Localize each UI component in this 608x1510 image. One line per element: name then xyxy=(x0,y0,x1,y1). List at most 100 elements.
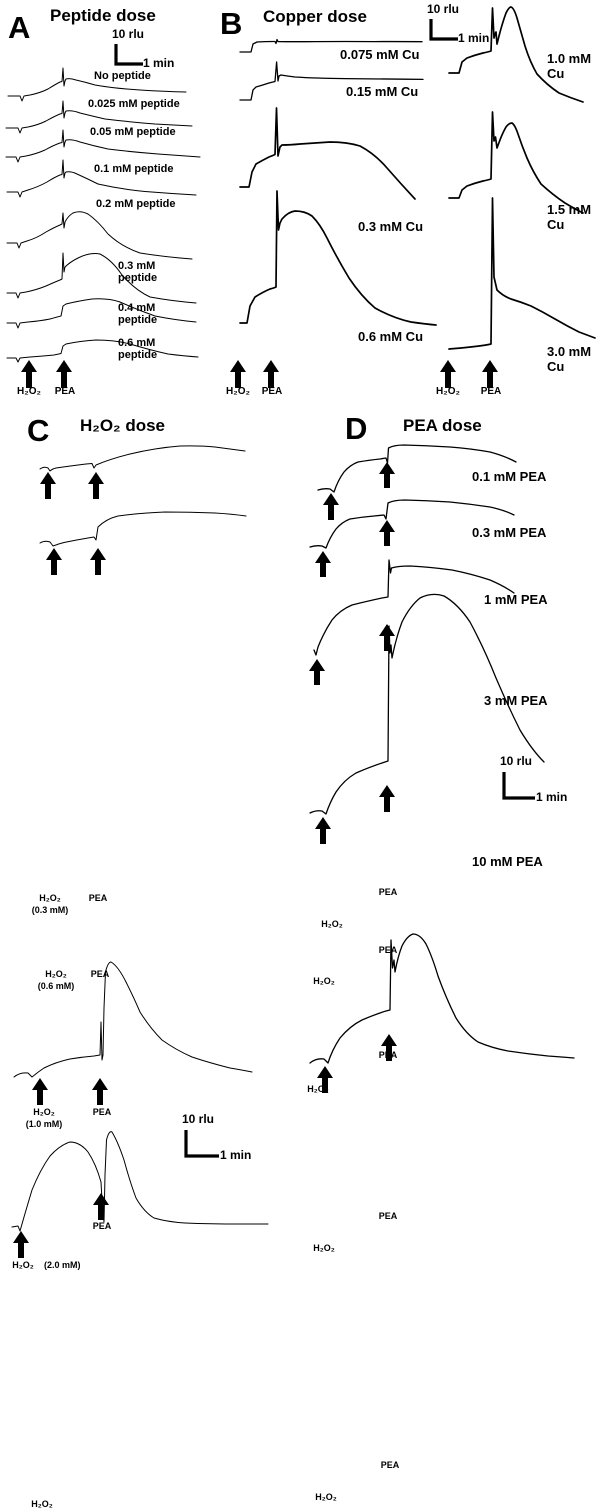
arrow-label-text: H₂O₂ xyxy=(17,386,41,397)
trace-0025-peptide xyxy=(5,100,193,134)
trace-10-cu xyxy=(448,6,584,103)
panel-b-traces xyxy=(230,6,596,388)
panel-d-label-1: 0.3 mM PEA xyxy=(472,525,547,540)
figure-canvas: A Peptide dose 10 rlu 1 min xyxy=(0,0,596,1509)
panel-a-label-5: 0.3 mM peptide xyxy=(118,260,158,285)
panel-d-pea-4: PEA xyxy=(378,1211,398,1221)
panel-c-r3-h2o2-label: H₂O₂ xyxy=(22,1107,66,1118)
panel-c-r4-h2o2: H₂O₂ xyxy=(2,1260,44,1271)
panel-d-h2o2-5: H₂O₂ xyxy=(315,1492,337,1502)
panel-d-arrow-pea-2 xyxy=(379,520,395,546)
panel-a-arrow-label-pea: PEA xyxy=(48,386,82,397)
trace-15-cu xyxy=(448,111,584,214)
trace-d-10 xyxy=(309,933,575,1064)
trace-d-1 xyxy=(313,559,515,656)
trace-06-peptide xyxy=(6,339,199,363)
panel-b-scalebar-glyph xyxy=(429,19,458,41)
trace-03-peptide xyxy=(6,252,197,304)
panel-b-label-015: 0.15 mM Cu xyxy=(346,84,419,99)
panel-c-arrow-pea-4 xyxy=(93,1193,109,1220)
panel-b-title: Copper dose xyxy=(263,7,367,26)
panel-b-label-03: 0.3 mM Cu xyxy=(358,219,424,234)
panel-d-h2o2-2: H₂O₂ xyxy=(313,976,335,986)
panel-c-arrow-pea-3 xyxy=(92,1078,108,1105)
panel-c-dose-label-1: (0.3 mM) xyxy=(31,905,69,915)
panel-a-arrow-h2o2 xyxy=(21,360,37,388)
panel-c-arrow-h2o2-4 xyxy=(13,1231,29,1258)
panel-a-arrow-label-h2o2: H₂O₂ xyxy=(8,386,50,397)
panel-c-arrow-label-1: H₂O₂ xyxy=(30,893,70,904)
panel-c-arrow-label-2: H₂O₂ xyxy=(36,969,76,980)
label-text: H₂O₂ xyxy=(12,1260,34,1270)
panel-b-right-arrow-pea xyxy=(482,360,498,388)
panel-c-r3-pea: PEA xyxy=(92,1107,112,1117)
panel-a-arrow-pea xyxy=(56,360,72,388)
panel-b-left-arrow-pea xyxy=(263,360,279,388)
trace-d-03 xyxy=(309,499,515,549)
panel-c-r4-pea: PEA xyxy=(92,1221,112,1231)
trace-d-3 xyxy=(309,593,545,815)
trace-0075-cu xyxy=(239,38,423,53)
panel-d-traces xyxy=(309,444,575,1093)
trace-03-cu xyxy=(239,107,416,200)
panel-b-label-0075: 0.075 mM Cu xyxy=(340,47,420,62)
panel-c-arrow-label-pea-2: PEA xyxy=(90,969,110,979)
panel-a-letter: A xyxy=(8,10,30,45)
panel-d-h2o2-3: H₂O₂ xyxy=(307,1084,329,1094)
panel-d-arrow-pea-3 xyxy=(379,624,395,651)
panel-b-right-arrow-label-h2o2: H₂O₂ xyxy=(428,386,468,397)
trace-d-01 xyxy=(317,444,517,493)
panel-c-scalebar-amplitude: 10 rlu xyxy=(182,1112,215,1126)
panel-d-arrow-h2o2-1 xyxy=(323,493,339,520)
panel-c-r4-dose: (2.0 mM) xyxy=(44,1260,81,1270)
panel-a-scalebar-glyph xyxy=(114,44,143,66)
panel-b-label-06: 0.6 mM Cu xyxy=(358,329,424,344)
panel-b-left-arrow-h2o2 xyxy=(230,360,246,388)
panel-c-arrow-pea-2 xyxy=(90,548,106,575)
panel-d-label-2: 1 mM PEA xyxy=(484,592,548,607)
arrow-label-text: PEA xyxy=(480,386,502,397)
panel-a-title: Peptide dose xyxy=(50,6,156,25)
panel-a: A Peptide dose 10 rlu 1 min xyxy=(0,0,215,400)
panel-c-arrow-pea-1 xyxy=(88,472,104,499)
panel-c-traces xyxy=(11,445,269,1258)
trace-04-peptide xyxy=(6,298,197,329)
panel-d-letter: D xyxy=(345,411,367,446)
panel-c-arrow-h2o2-1 xyxy=(40,472,56,499)
panel-d-h2o2-1: H₂O₂ xyxy=(321,919,343,929)
trace-02-peptide xyxy=(6,211,193,260)
trace-06-cu xyxy=(239,190,437,326)
panel-d-arrow-pea-4 xyxy=(379,785,395,812)
panel-d-pea-3: PEA xyxy=(378,1050,398,1060)
panel-d-title: PEA dose xyxy=(403,416,482,435)
panel-a-label-1: 0.025 mM peptide xyxy=(88,98,180,110)
panel-c: C H₂O₂ dose xyxy=(0,400,308,1509)
panel-c-arrow-label-3: H₂O₂ xyxy=(22,1499,62,1510)
panel-a-label-3: 0.1 mM peptide xyxy=(94,163,174,175)
panel-d-arrow-h2o2-4 xyxy=(315,817,331,844)
panel-b-label-30: 3.0 mM Cu xyxy=(547,344,592,374)
panel-c-arrow-h2o2-2 xyxy=(46,548,62,575)
panel-d-scalebar-time: 1 min xyxy=(536,790,568,804)
panel-a-label-6: 0.4 mM peptide xyxy=(118,302,158,327)
trace-no-peptide xyxy=(7,67,187,102)
panel-d-arrow-h2o2-3 xyxy=(309,659,325,685)
arrow-label-text: H₂O₂ xyxy=(31,1499,53,1509)
trace-015-cu xyxy=(239,61,424,101)
panel-d-arrow-h2o2-2 xyxy=(315,551,331,577)
panel-c-arrow-h2o2-3 xyxy=(32,1078,48,1105)
panel-c-dose-label-2: (0.6 mM) xyxy=(37,981,75,991)
arrow-label-text: H₂O₂ xyxy=(39,893,61,903)
panel-a-traces xyxy=(5,67,201,388)
panel-c-scalebar-time: 1 min xyxy=(220,1148,252,1162)
panel-b-label-15: 1.5 mM Cu xyxy=(547,202,592,232)
label-text: H₂O₂ xyxy=(33,1107,55,1117)
arrow-label-text: H₂O₂ xyxy=(45,969,67,979)
panel-c-arrow-label-pea-1: PEA xyxy=(88,893,108,903)
panel-a-label-7: 0.6 mM peptide xyxy=(118,337,158,362)
panel-d-label-0: 0.1 mM PEA xyxy=(472,469,547,484)
panel-d-pea-5: PEA xyxy=(380,1460,400,1470)
panel-b-right-arrow-label-pea: PEA xyxy=(474,386,508,397)
panel-a-scalebar-amplitude: 10 rlu xyxy=(112,27,145,41)
arrow-label-text: H₂O₂ xyxy=(226,386,250,397)
